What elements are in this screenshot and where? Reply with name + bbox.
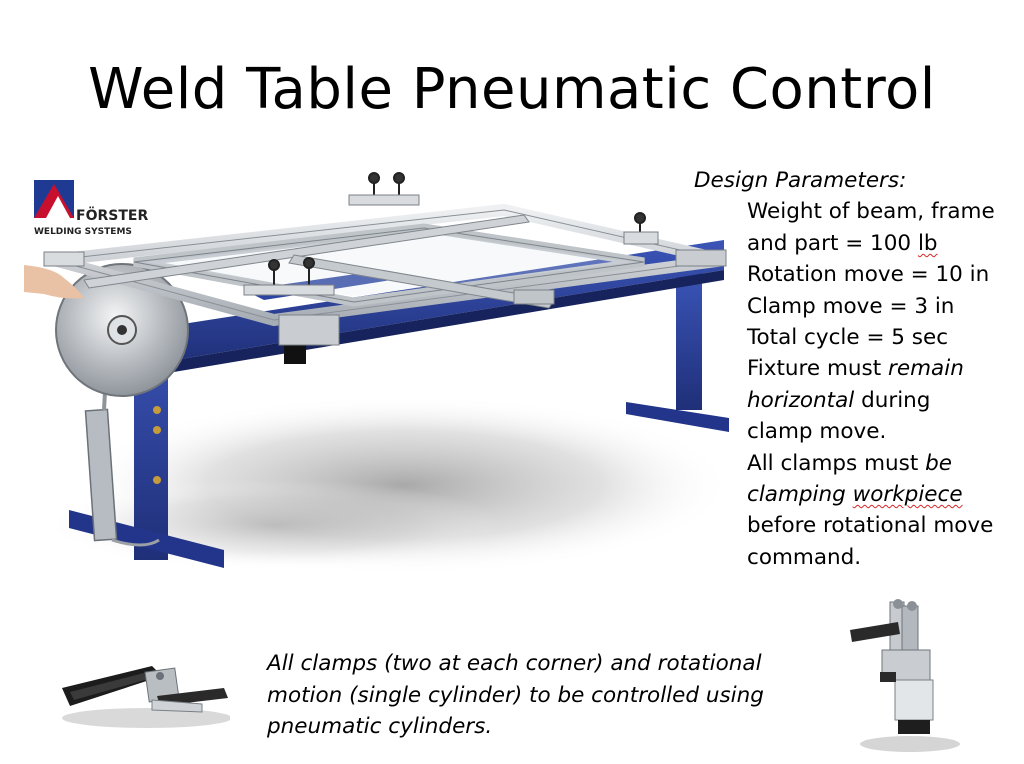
param-line: Fixture must remain (747, 353, 1024, 384)
logo-name: FÖRSTER (76, 206, 148, 224)
param-text: Fixture must (747, 356, 889, 382)
param-line: Rotation move = 10 in (747, 262, 990, 288)
param-line: Total cycle = 5 sec (747, 325, 949, 351)
param-text: during (854, 387, 931, 413)
param-line: clamp move. (747, 419, 887, 445)
emphasis-text: horizontal (747, 387, 855, 413)
design-parameters: Design Parameters: Weight of beam, frame… (694, 165, 1024, 573)
param-line: and part = 100 lb (747, 228, 1024, 259)
horizontal-toggle-clamp-image (52, 648, 230, 730)
emphasis-text: clamping (747, 482, 853, 508)
spellcheck-word: workpiece (852, 482, 963, 508)
logo-subtitle: WELDING SYSTEMS (34, 227, 132, 237)
vertical-toggle-clamp-image (840, 592, 968, 754)
weld-table-image: FÖRSTER WELDING SYSTEMS (24, 170, 729, 570)
param-line: All clamps must be (747, 448, 1024, 479)
design-parameters-heading: Design Parameters: (694, 168, 907, 193)
param-text: All clamps must (747, 450, 926, 476)
emphasis-text: be (925, 450, 952, 476)
design-parameters-list: Weight of beam, frame and part = 100 lb … (747, 196, 1024, 573)
footer-note-line: All clamps (two at each corner) and rota… (267, 651, 762, 676)
param-line: before rotational move (747, 513, 994, 539)
param-line: Clamp move = 3 in (747, 293, 955, 319)
forster-logo: FÖRSTER WELDING SYSTEMS (34, 180, 148, 237)
emphasis-text: remain (888, 356, 964, 382)
footer-note: All clamps (two at each corner) and rota… (267, 648, 787, 743)
param-line: clamping workpiece (747, 479, 1024, 510)
footer-note-line: motion (single cylinder) to be controlle… (267, 682, 764, 708)
slide-title: Weld Table Pneumatic Control (88, 57, 936, 122)
footer-note-line: pneumatic cylinders. (267, 714, 493, 739)
param-line: Weight of beam, frame (747, 199, 995, 225)
param-line: command. (747, 544, 862, 570)
spellcheck-word: lb (917, 230, 938, 256)
param-text: and part = 100 (747, 230, 918, 256)
param-line: horizontal during (747, 385, 1024, 416)
